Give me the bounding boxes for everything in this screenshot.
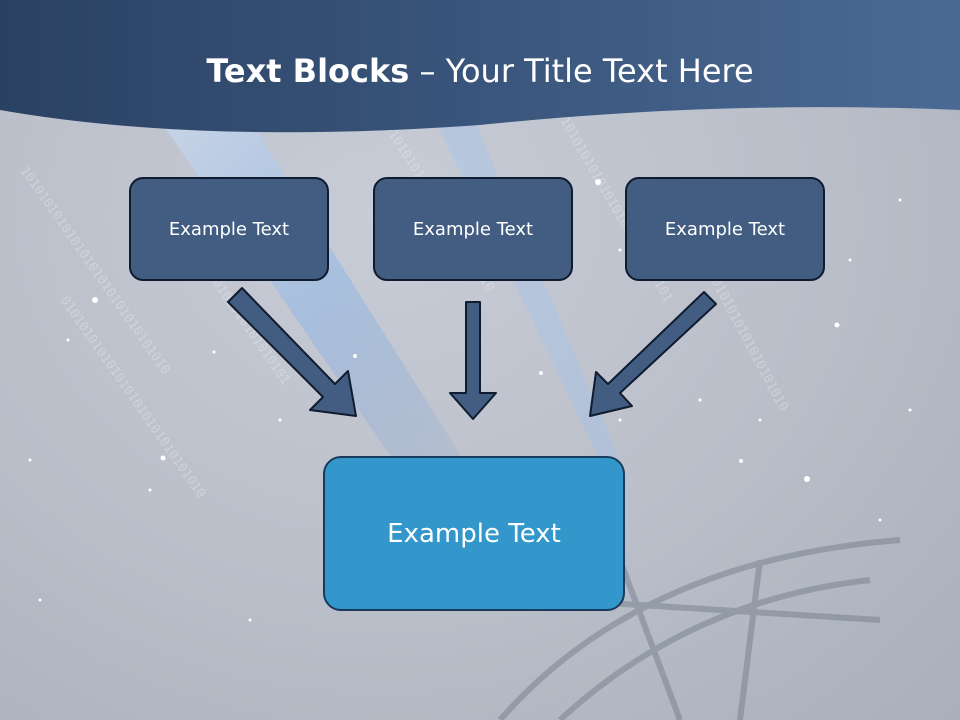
slide-title: Text Blocks – Your Title Text Here <box>0 52 960 90</box>
text-block-middle[interactable]: Example Text <box>373 177 573 281</box>
arrow-right <box>589 291 717 417</box>
text-block-left[interactable]: Example Text <box>129 177 329 281</box>
arrow-left <box>227 287 357 417</box>
text-block-main[interactable]: Example Text <box>323 456 625 611</box>
stars <box>28 179 912 622</box>
title-separator: – <box>409 52 446 90</box>
arrow-middle <box>449 301 497 420</box>
title-bold: Text Blocks <box>206 52 410 90</box>
header-band <box>0 0 960 133</box>
text-block-right[interactable]: Example Text <box>625 177 825 281</box>
title-rest: Your Title Text Here <box>445 52 754 90</box>
